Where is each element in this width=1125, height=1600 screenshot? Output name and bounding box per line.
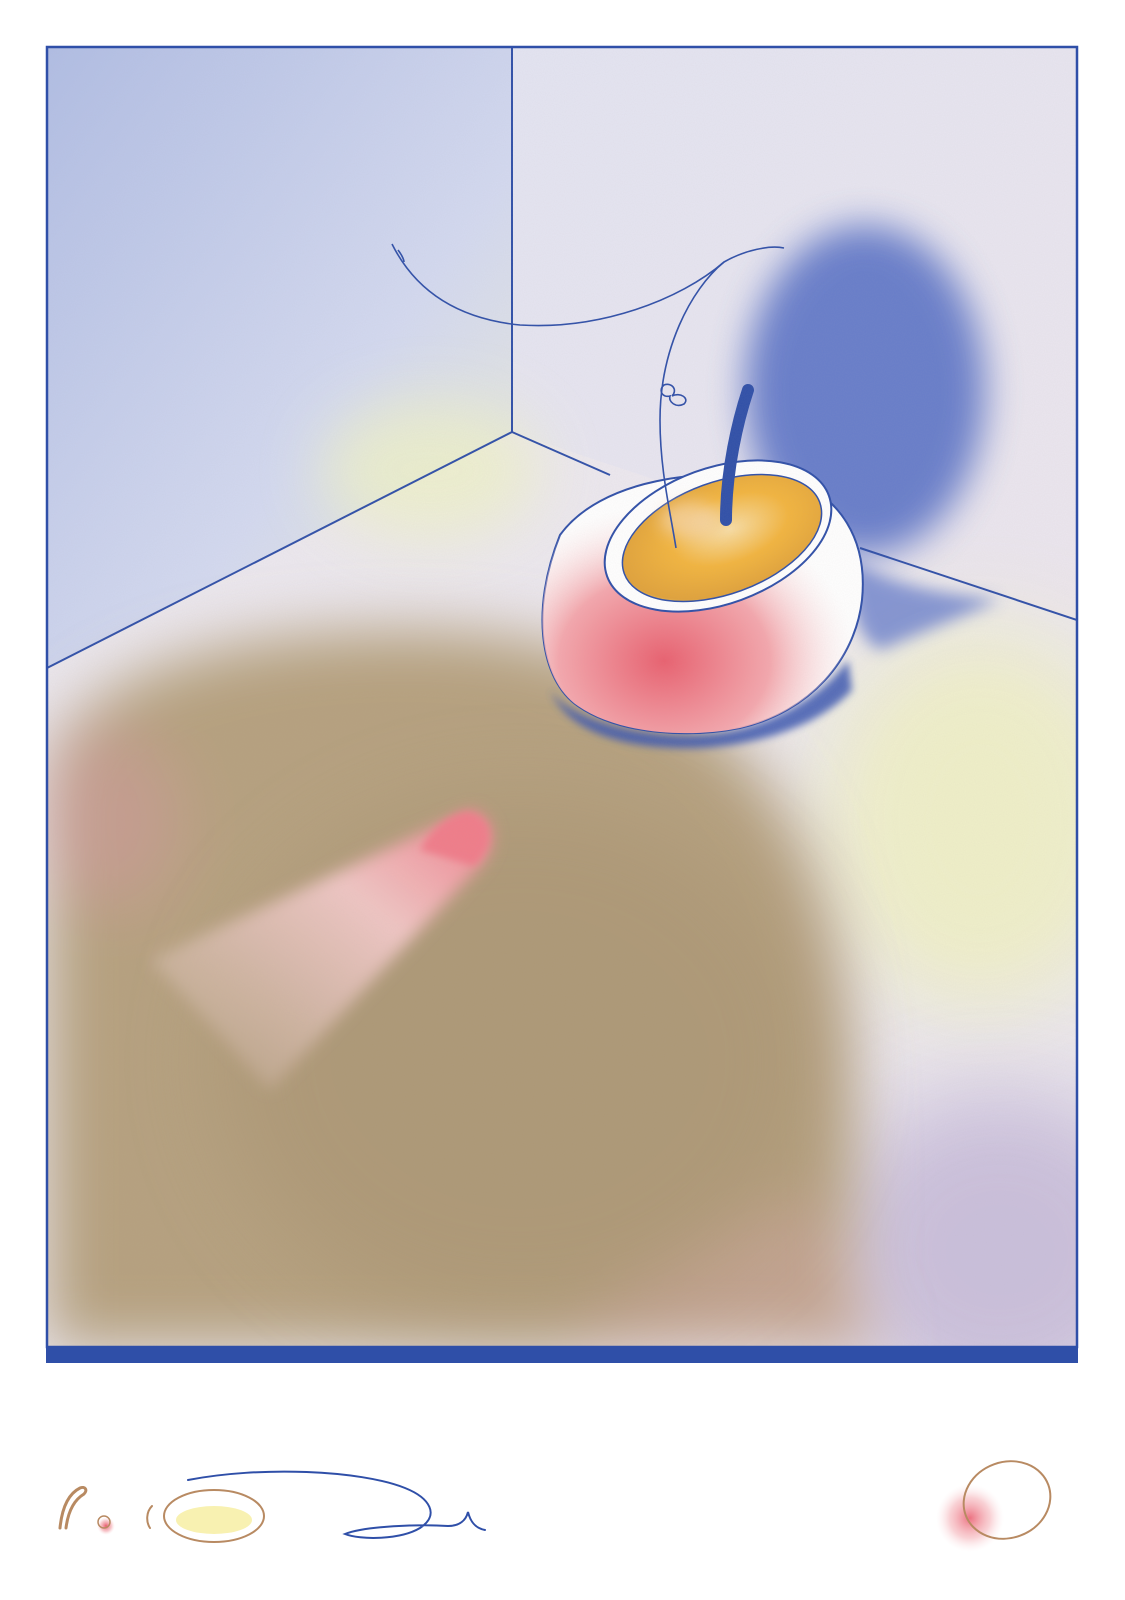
sketch-cream-oval <box>163 1489 265 1543</box>
main-panel <box>47 47 1077 1347</box>
signature-sketches <box>58 1460 1052 1552</box>
grain-texture <box>47 47 1077 1347</box>
sketch-right-oval <box>962 1460 1052 1540</box>
sketch-hook <box>58 1486 88 1530</box>
sketch-small-circle <box>97 1515 111 1529</box>
signature-line <box>187 1470 486 1539</box>
panel-base-bar <box>46 1347 1078 1363</box>
